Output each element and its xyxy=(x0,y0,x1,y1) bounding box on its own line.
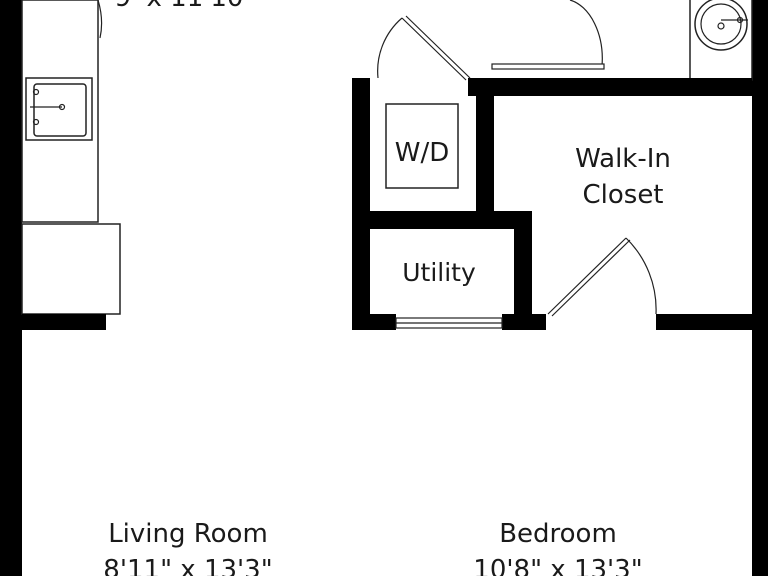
wall-wd-left xyxy=(352,78,370,330)
wd-appliance xyxy=(385,103,459,189)
wall-left-upper xyxy=(0,0,22,330)
bath-door-leaf xyxy=(491,63,605,70)
bath-faucet-icon xyxy=(717,22,725,30)
closet-door-swing xyxy=(625,237,657,315)
bath-door-swing xyxy=(495,0,603,67)
bath-sink-inner xyxy=(700,3,742,45)
kitchen-sink-basin xyxy=(33,83,87,137)
kitchen-cabinet xyxy=(21,223,121,315)
appliance-edge xyxy=(97,0,103,39)
bath-knob-icon xyxy=(736,16,744,24)
wall-utility-bottom-right xyxy=(502,314,546,330)
wall-kitchen-stub xyxy=(22,314,106,330)
wall-right xyxy=(752,0,768,576)
wall-left-lower xyxy=(0,330,22,576)
sink-drain-icon xyxy=(32,118,40,126)
sink-knob-icon xyxy=(58,103,66,111)
sink-faucet-icon xyxy=(32,88,40,96)
wd-door-swing xyxy=(377,17,403,79)
closet-label-line1: Walk-In xyxy=(575,144,671,174)
wd-label: W/D xyxy=(395,138,450,168)
closet-door-leaf-2 xyxy=(551,239,631,317)
bath-sink-icon xyxy=(694,0,748,51)
closet-door-leaf xyxy=(547,237,627,315)
utility-label: Utility xyxy=(402,258,476,287)
wall-utility-bottom-left xyxy=(352,314,396,330)
closet-label-line2: Closet xyxy=(582,180,663,210)
bedroom-size: 10'8" x 13'3" xyxy=(473,555,642,576)
wall-utility-right xyxy=(514,211,532,330)
wd-door-leaf-2 xyxy=(405,15,471,79)
wall-wd-bottom xyxy=(352,211,532,229)
wall-closet-bottom xyxy=(656,314,752,330)
wall-wd-top-right xyxy=(468,78,752,96)
top-dimension-label: 9' x 11'10" xyxy=(115,0,256,13)
wall-wd-right xyxy=(476,78,494,213)
bedroom-name: Bedroom xyxy=(499,519,617,549)
living-room-size: 8'11" x 13'3" xyxy=(103,555,272,576)
wd-door-leaf xyxy=(401,17,467,81)
living-room-name: Living Room xyxy=(108,519,268,549)
